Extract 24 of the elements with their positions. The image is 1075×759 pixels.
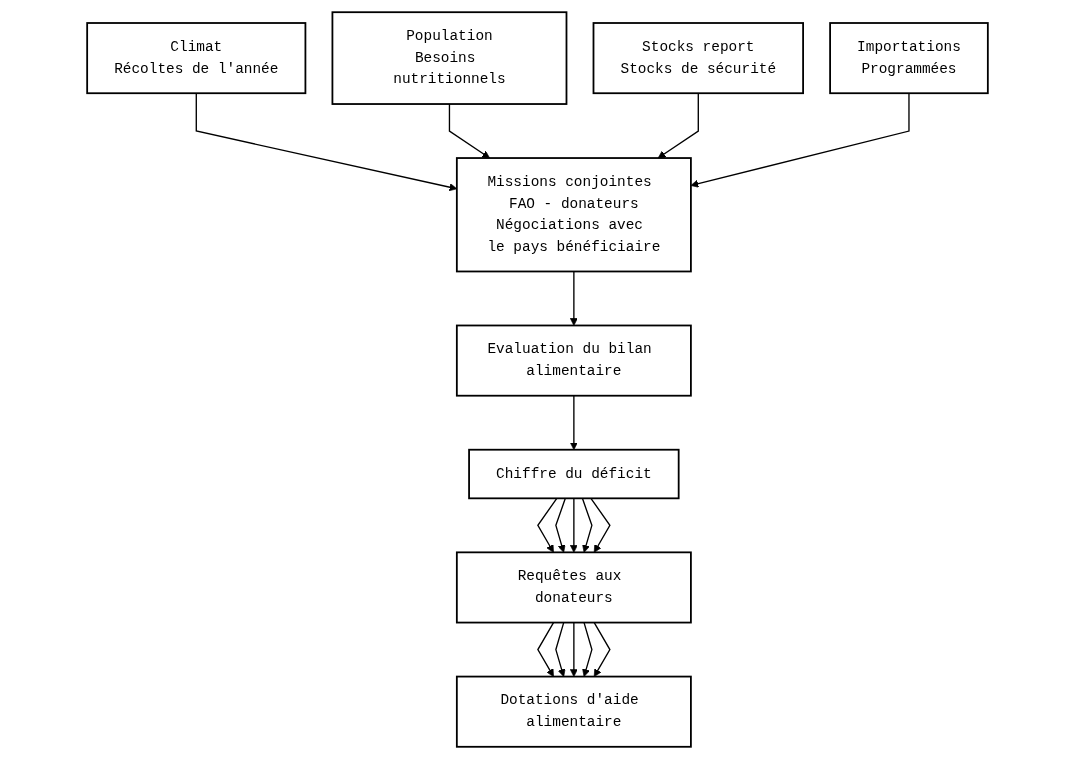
arrow bbox=[690, 92, 910, 188]
node-box: Importations Programmées bbox=[829, 22, 989, 95]
node-box: Missions conjointes FAO - donateurs Négociations avec le pays bénéficiaire bbox=[455, 157, 692, 273]
node-box: Chiffre du déficit bbox=[468, 448, 680, 500]
arrow bbox=[569, 621, 578, 677]
arrow bbox=[555, 497, 566, 553]
arrow bbox=[569, 395, 578, 451]
arrow bbox=[537, 497, 558, 553]
arrow bbox=[657, 92, 699, 159]
arrow bbox=[537, 621, 555, 677]
arrow bbox=[569, 270, 578, 326]
arrow bbox=[593, 621, 611, 677]
node-box: Climat Récoltes de l'année bbox=[86, 22, 307, 95]
node-box: Population Besoins nutritionnels bbox=[331, 11, 568, 105]
arrow bbox=[555, 621, 566, 677]
node-box: Evaluation du bilan alimentaire bbox=[455, 324, 692, 397]
node-box: Stocks report Stocks de sécurité bbox=[592, 22, 804, 95]
arrow bbox=[581, 497, 593, 553]
arrow bbox=[590, 497, 611, 553]
arrow bbox=[569, 497, 578, 553]
arrow bbox=[448, 103, 490, 159]
arrow bbox=[582, 621, 593, 677]
node-box: Dotations d'aide alimentaire bbox=[455, 675, 692, 748]
node-box: Requêtes aux donateurs bbox=[455, 551, 692, 624]
